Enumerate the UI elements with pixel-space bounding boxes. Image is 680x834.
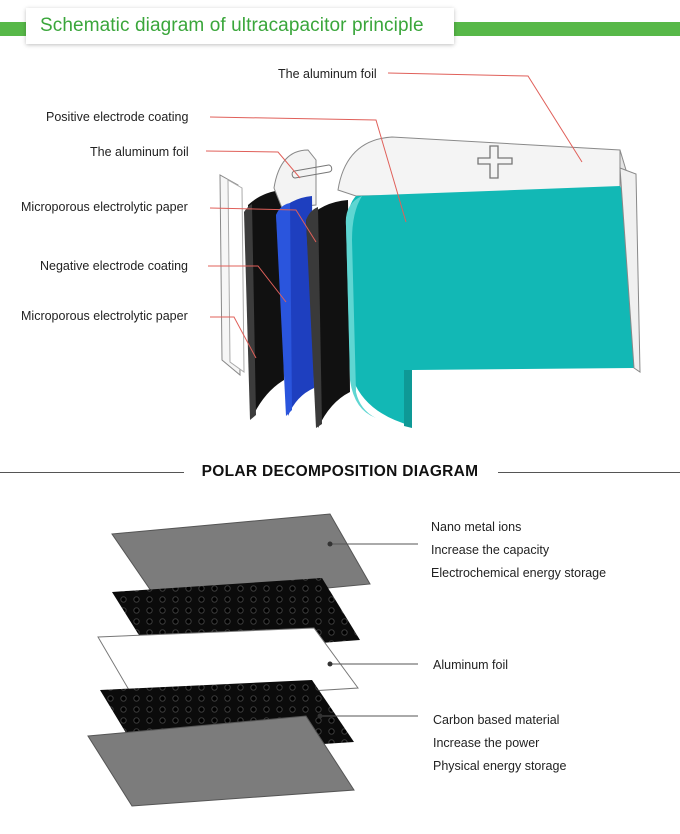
divider-right [498,472,680,473]
positive-electrode-coating [346,186,634,426]
aluminum-foil-sheet [337,136,621,197]
top-leader-lines [205,72,583,359]
label-physical-storage: Physical energy storage [433,759,567,773]
label-aluminum-foil-mid: The aluminum foil [90,145,189,159]
foil-tab [273,149,317,209]
header-title-box: Schematic diagram of ultracapacitor prin… [26,8,454,44]
label-carbon-based-material: Carbon based material [433,713,560,727]
page-title: Schematic diagram of ultracapacitor prin… [40,15,424,36]
label-aluminum-foil-top: The aluminum foil [278,67,377,81]
label-electrolytic-paper-1: Microporous electrolytic paper [21,200,188,214]
divider-left [0,472,184,473]
plus-symbol-icon [477,145,513,179]
label-nano-metal-ions: Nano metal ions [431,520,522,534]
label-increase-power: Increase the power [433,736,540,750]
section-title: POLAR DECOMPOSITION DIAGRAM [0,463,680,481]
layer-base-plate [87,715,355,807]
label-electrolytic-paper-2: Microporous electrolytic paper [21,309,188,323]
back-foil-frame [219,174,245,377]
label-increase-capacity: Increase the capacity [431,543,550,557]
leader-dots [317,541,333,719]
label-positive-electrode-coating: Positive electrode coating [46,110,189,124]
label-negative-electrode-coating: Negative electrode coating [40,259,189,273]
label-electrochemical-storage: Electrochemical energy storage [431,566,607,580]
label-aluminum-foil-bottom: Aluminum foil [433,658,509,672]
section-title-text: POLAR DECOMPOSITION DIAGRAM [191,463,489,480]
bottom-leader-lines [320,543,418,717]
electrolytic-paper-layer-1 [248,190,284,418]
